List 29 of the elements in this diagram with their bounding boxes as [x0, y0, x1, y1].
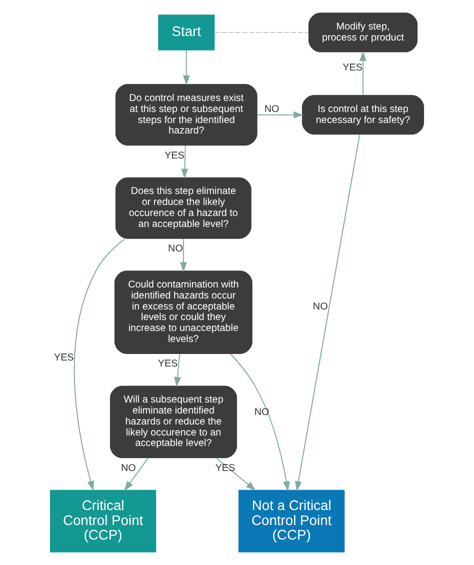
edge-label: YES [54, 352, 74, 364]
arrow [360, 51, 366, 96]
arrow [124, 458, 148, 491]
edge-label: NO [168, 244, 183, 255]
connector [214, 32, 309, 33]
arrow [180, 238, 187, 272]
edge-label: YES [342, 62, 363, 74]
node-box: Modify step, process or product [308, 12, 418, 52]
arrow [216, 458, 256, 491]
edge-label: NO [264, 104, 280, 115]
arrow [181, 145, 188, 179]
node-box: Start [158, 14, 215, 50]
edge-label: YES [164, 150, 184, 162]
arrow [74, 238, 126, 491]
arrow [230, 354, 290, 492]
edge-label: YES [158, 358, 178, 370]
node-box: Do control measures exist at this step or subsequent steps for the identified hazard? [115, 84, 258, 146]
node-box: Not a Critical Control Point (CCP) [238, 490, 345, 552]
node-box: Will a subsequent step eliminate identified hazards or reduce the likely occurence to an acceptable level? [110, 386, 237, 458]
node-box: Could contamination with identified hazards occur in excess of acceptable levels or could they increase to unacceptable levels? [114, 270, 252, 354]
node-box: Does this step eliminate or reduce the likely occurence of a hazard to an acceptable level? [115, 177, 252, 239]
arrow [182, 50, 190, 86]
edge-label: NO [120, 463, 136, 474]
arrow [256, 111, 304, 118]
arrow [174, 353, 181, 387]
arrow [294, 134, 360, 492]
node-box: Is control at this step necessary for safety? [302, 94, 424, 135]
node-box: Critical Control Point (CCP) [50, 490, 156, 552]
edge-label: NO [312, 301, 328, 312]
